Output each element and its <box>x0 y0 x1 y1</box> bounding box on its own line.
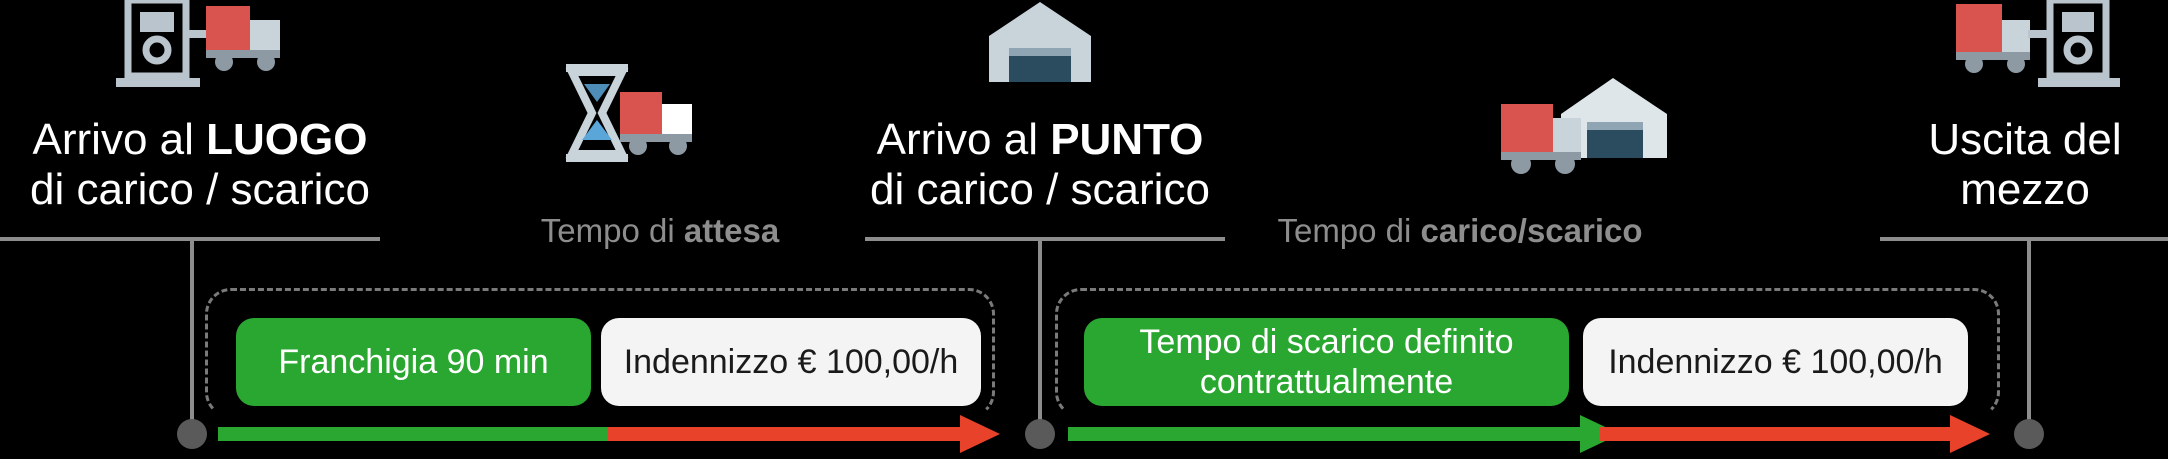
milestone-3-line2: mezzo <box>1960 165 2090 214</box>
arrow-red-segment-2 <box>1600 427 1950 441</box>
bracket-carico-scarico <box>1055 288 2000 418</box>
milestone-1-line2: di carico / scarico <box>30 165 370 214</box>
band-tempo-scarico-contratto: Tempo di scarico definito contrattualmen… <box>1084 318 1569 406</box>
band-indennizzo-1: Indennizzo € 100,00/h <box>601 318 981 406</box>
band-indennizzo-2: Indennizzo € 100,00/h <box>1583 318 1968 406</box>
interval-1-strong: attesa <box>683 212 780 249</box>
interval-2-strong: carico/scarico <box>1420 212 1643 249</box>
arrow-red-segment-1 <box>608 427 960 441</box>
milestone-1-dropline <box>190 237 194 427</box>
timeline-dot-end <box>2014 419 2044 449</box>
milestone-2-line2: di carico / scarico <box>870 165 1210 214</box>
gate-and-truck-icon <box>110 0 290 90</box>
milestone-label-arrivo-punto: Arrivo al PUNTO di carico / scarico <box>840 115 1240 215</box>
timeline-dot-middle <box>1025 419 1055 449</box>
arrow-head-segment-1 <box>960 415 1000 453</box>
milestone-1-line1-prefix: Arrivo al <box>32 115 207 164</box>
arrow-green-segment-2 <box>1068 427 1580 441</box>
hourglass-and-truck-icon <box>558 62 718 172</box>
interval-2-prefix: Tempo di <box>1277 212 1421 249</box>
milestone-3-dropline <box>2027 237 2031 427</box>
band-tempo-scarico-line1: Tempo di scarico definito <box>1139 323 1514 361</box>
milestone-2-dropline <box>1038 237 1042 427</box>
milestone-label-arrivo-luogo: Arrivo al LUOGO di carico / scarico <box>0 115 400 215</box>
bracket-attesa <box>205 288 995 418</box>
band-franchigia: Franchigia 90 min <box>236 318 591 406</box>
interval-label-tempo-attesa: Tempo di attesa <box>450 212 870 250</box>
band-tempo-scarico-line2: contrattualmente <box>1199 363 1454 401</box>
milestone-1-line1-strong: LUOGO <box>206 115 368 164</box>
interval-label-tempo-carico-scarico: Tempo di carico/scarico <box>1180 212 1740 250</box>
milestone-3-rule <box>1880 237 2168 241</box>
arrow-head-segment-2 <box>1950 415 1990 453</box>
milestone-3-line1-prefix: Uscita del <box>1928 115 2122 164</box>
arrow-green-segment-1 <box>218 427 608 441</box>
truck-and-gate-icon <box>1950 0 2120 92</box>
band-indennizzo-2-text: Indennizzo € 100,00/h <box>1608 343 1943 381</box>
truck-and-warehouse-icon <box>1495 70 1670 175</box>
interval-1-prefix: Tempo di <box>540 212 684 249</box>
band-franchigia-text: Franchigia 90 min <box>278 343 549 381</box>
timeline-dot-start <box>177 419 207 449</box>
milestone-2-line1-strong: PUNTO <box>1050 115 1204 164</box>
band-indennizzo-1-text: Indennizzo € 100,00/h <box>623 343 959 381</box>
warehouse-icon <box>985 0 1095 90</box>
milestone-label-uscita-mezzo: Uscita del mezzo <box>1880 115 2168 215</box>
milestone-2-rule <box>865 237 1225 241</box>
milestone-2-line1-prefix: Arrivo al <box>876 115 1051 164</box>
